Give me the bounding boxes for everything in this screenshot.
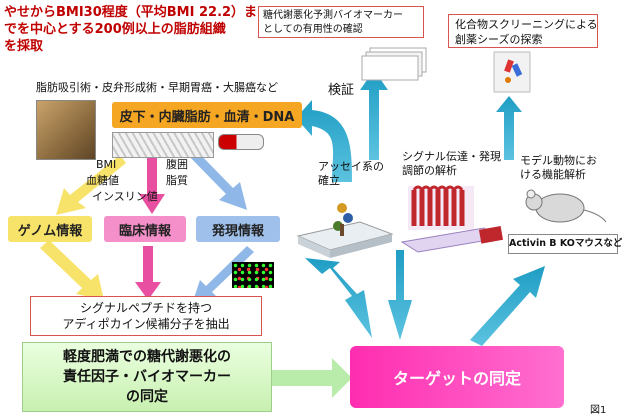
bottom-green-line-3: の同定 bbox=[126, 389, 168, 405]
arrow-pink bbox=[139, 152, 165, 214]
signal-line-2: 調節の解析 bbox=[402, 164, 457, 177]
arrow-up-biomarker bbox=[360, 70, 388, 160]
arrow-pink-down bbox=[135, 246, 161, 300]
target-box: ターゲットの同定 bbox=[350, 346, 564, 408]
arrow-up-center bbox=[388, 250, 412, 340]
arrow-blue-down bbox=[192, 246, 254, 304]
signal-line-1: シグナル伝達・発現 bbox=[402, 150, 501, 163]
model-label: モデル動物にお ける機能解析 bbox=[520, 154, 597, 182]
arrow-up-screening bbox=[496, 96, 522, 160]
intro-text: やせからBMI30程度（平均BMI 22.2）ま でを中心とする200例以上の脂… bbox=[4, 4, 304, 55]
histology-image bbox=[112, 132, 214, 158]
receptor-graphic bbox=[400, 185, 504, 253]
arrow-curve-to-sample bbox=[296, 100, 352, 182]
kenshou-label: 検証 bbox=[328, 83, 355, 98]
arrow-to-mouse bbox=[470, 266, 545, 346]
arrow-green-right bbox=[272, 358, 352, 398]
paper-stack-graphic bbox=[361, 47, 427, 81]
clinical-box: 臨床情報 bbox=[104, 216, 186, 242]
assay-label: アッセイ系の 確立 bbox=[318, 160, 384, 188]
signal-peptide-line-1: シグナルペプチドを持つ bbox=[79, 301, 212, 315]
assay-line-2: 確立 bbox=[318, 174, 340, 187]
microarray-image bbox=[232, 262, 274, 288]
genome-box: ゲノム情報 bbox=[8, 216, 92, 242]
arrow-to-assay bbox=[305, 258, 372, 338]
expression-box: 発現情報 bbox=[196, 216, 280, 242]
label-glucose: 血糖値 bbox=[86, 174, 119, 187]
assay-plate-graphic bbox=[296, 203, 394, 258]
arrow-yellow-down bbox=[40, 240, 104, 300]
bottom-green-box: 軽度肥満での糖代謝悪化の 責任因子・バイオマーカー の同定 bbox=[22, 342, 272, 412]
disease-list: 脂肪吸引術・皮弁形成術・早期胃癌・大腸癌など bbox=[36, 81, 278, 94]
vial-graphic bbox=[493, 51, 531, 93]
intro-line-2: でを中心とする200例以上の脂肪組織 bbox=[4, 22, 226, 37]
tissue-photo bbox=[36, 100, 96, 160]
signal-label: シグナル伝達・発現 調節の解析 bbox=[402, 150, 501, 178]
screening-line-2: 創薬シーズの探索 bbox=[455, 33, 543, 46]
label-insulin: インスリン値 bbox=[92, 190, 158, 203]
sample-box: 皮下・内臓脂肪・血清・DNA bbox=[112, 102, 302, 128]
screening-line-1: 化合物スクリーニングによる bbox=[455, 18, 598, 31]
figure-label: 図1 bbox=[590, 405, 607, 416]
biomarker-line-2: としての有用性の確認 bbox=[263, 24, 363, 35]
model-line-1: モデル動物にお bbox=[520, 154, 597, 167]
biomarker-box: 糖代謝悪化予測バイオマーカー としての有用性の確認 bbox=[258, 6, 424, 38]
screening-box: 化合物スクリーニングによる 創薬シーズの探索 bbox=[448, 14, 598, 48]
activin-box: Activin B KOマウスなど bbox=[508, 234, 622, 254]
intro-line-3: を採取 bbox=[4, 39, 44, 54]
assay-line-1: アッセイ系の bbox=[318, 160, 384, 173]
signal-peptide-box: シグナルペプチドを持つ アディポカイン候補分子を抽出 bbox=[30, 296, 262, 336]
label-waist: 腹囲 bbox=[166, 158, 188, 171]
arrow-yellow bbox=[56, 155, 126, 215]
label-lipid: 脂質 bbox=[166, 174, 188, 187]
bottom-green-line-1: 軽度肥満での糖代謝悪化の bbox=[63, 349, 231, 365]
arrow-blue bbox=[185, 146, 247, 210]
label-bmi: BMI bbox=[96, 158, 117, 171]
signal-peptide-line-2: アディポカイン候補分子を抽出 bbox=[62, 317, 230, 331]
bottom-green-line-2: 責任因子・バイオマーカー bbox=[63, 369, 231, 385]
model-line-2: ける機能解析 bbox=[520, 168, 586, 181]
intro-line-1: やせからBMI30程度（平均BMI 22.2）ま bbox=[4, 5, 258, 20]
biomarker-line-1: 糖代謝悪化予測バイオマーカー bbox=[263, 10, 403, 21]
tube-image bbox=[218, 134, 264, 150]
mouse-graphic bbox=[525, 189, 607, 223]
